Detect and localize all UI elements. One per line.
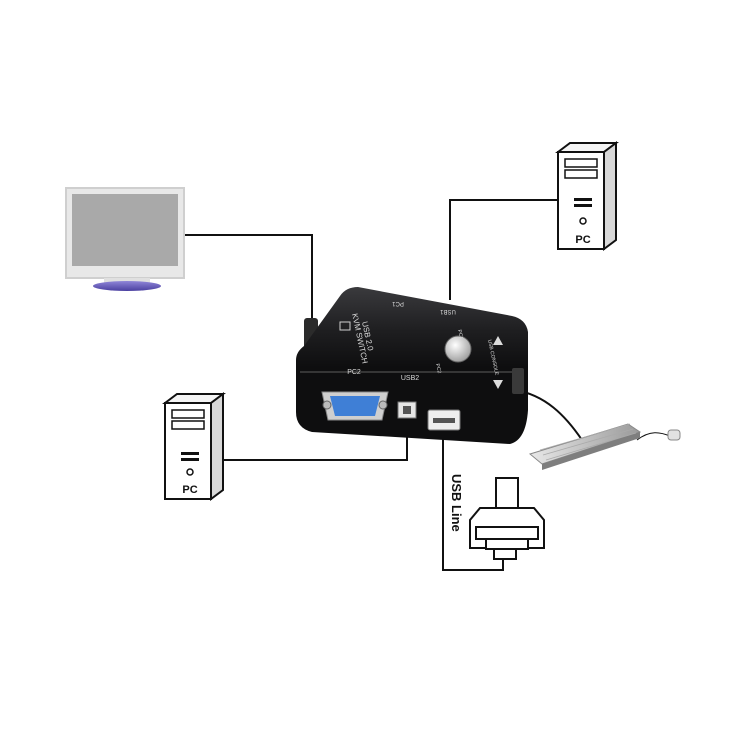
pc-left-label: PC bbox=[182, 484, 197, 496]
monitor-icon bbox=[65, 187, 185, 291]
port-label-usb1: USB1 bbox=[440, 308, 456, 314]
keyboard-icon bbox=[528, 423, 642, 470]
led-label-pc2: PC2 bbox=[434, 363, 442, 374]
cable-monitor-to-switch bbox=[183, 234, 313, 335]
usb-a-port bbox=[427, 409, 461, 431]
port-label-usb2: USB2 bbox=[401, 375, 419, 382]
usb-line-label: USB Line bbox=[449, 474, 464, 532]
port-label-pc1: PC1 bbox=[392, 300, 404, 306]
led-label-pc1: PC1 bbox=[456, 329, 464, 340]
select-button[interactable] bbox=[444, 335, 472, 363]
arrow-down-icon bbox=[493, 380, 503, 389]
cables bbox=[183, 199, 671, 571]
pc-top-label: PC bbox=[575, 234, 590, 246]
pc-tower-left-icon: PC bbox=[162, 392, 226, 501]
mouse-icon bbox=[667, 429, 681, 441]
usb-b-port bbox=[397, 401, 417, 419]
cable-mouse bbox=[636, 432, 671, 441]
vga-port bbox=[321, 391, 389, 421]
pc-tower-top-icon: PC bbox=[555, 141, 619, 251]
port-label-pc2: PC2 bbox=[347, 369, 361, 376]
usb-logo-icon bbox=[339, 321, 351, 331]
kvm-switch: USB 2.0 KVM SWITCH PC1 USB1 PC2 USB2 PC1… bbox=[296, 287, 528, 444]
usb-connector-icon bbox=[469, 477, 545, 560]
side-usb-port bbox=[512, 368, 524, 394]
arrow-up-icon bbox=[493, 336, 503, 345]
cable-usb-line bbox=[442, 432, 504, 571]
cable-pc-top-to-switch bbox=[449, 199, 560, 300]
